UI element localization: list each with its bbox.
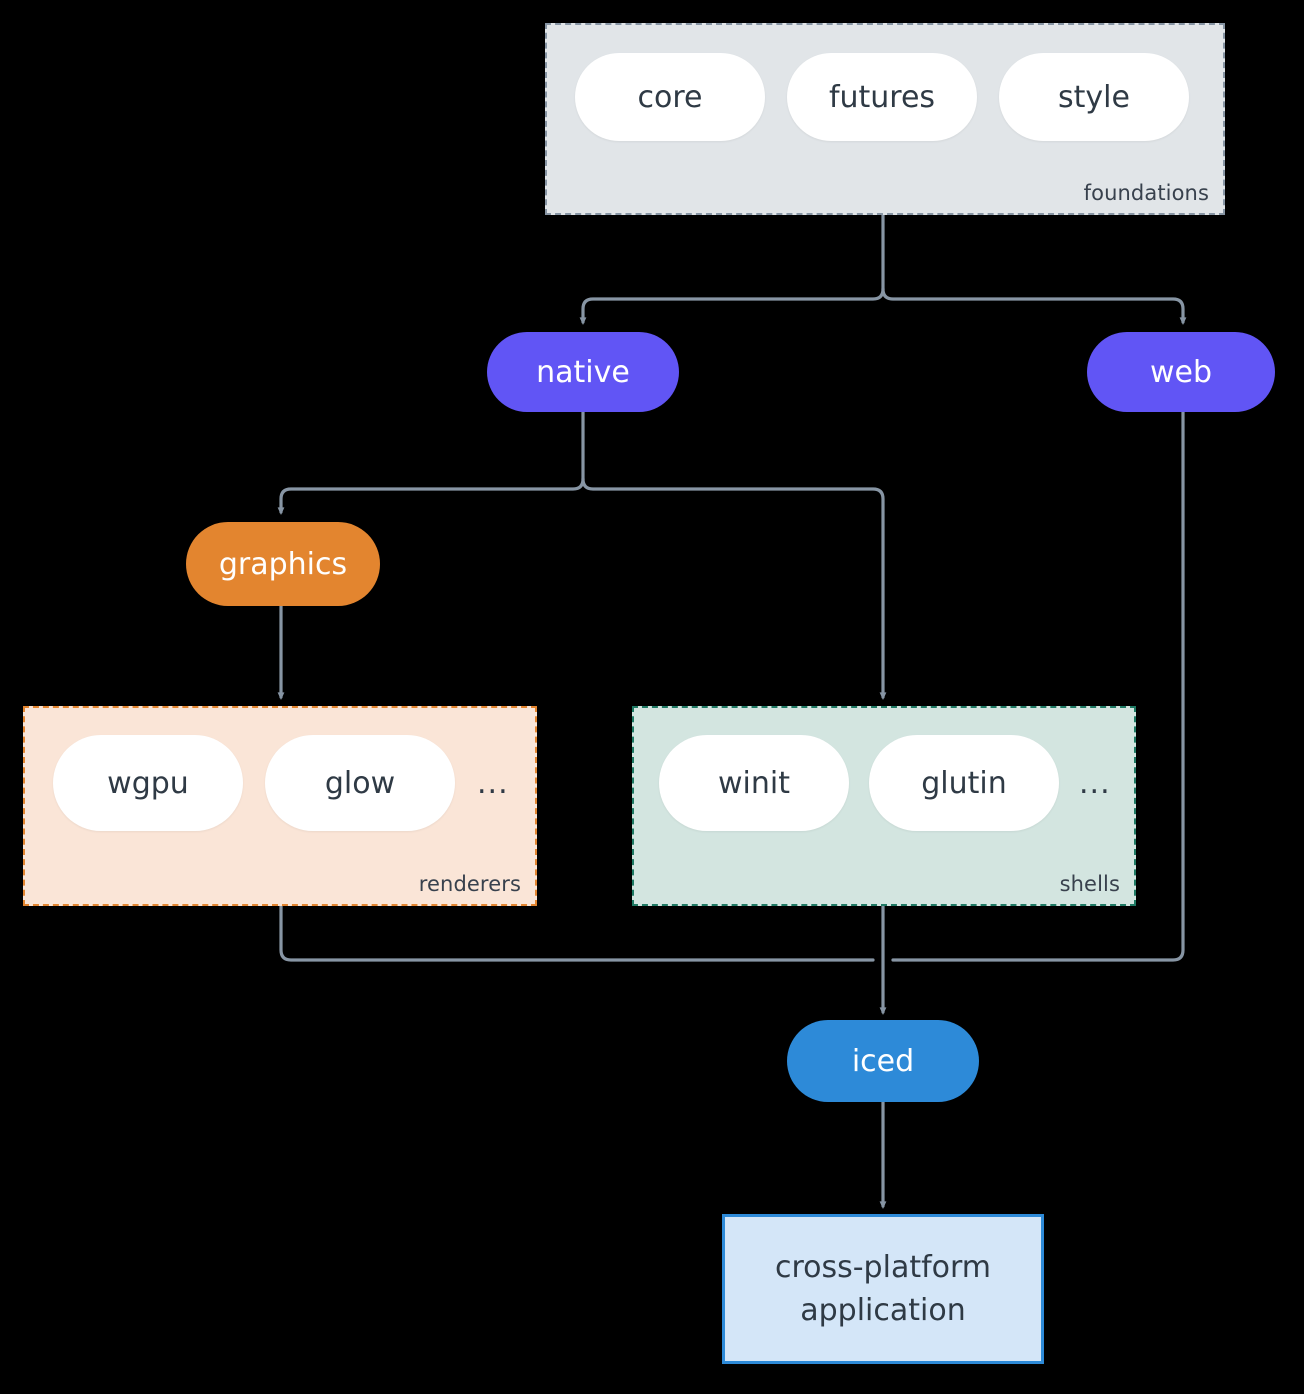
pill-wgpu[interactable]: wgpu (53, 735, 243, 831)
pill-style-label: style (1058, 79, 1130, 115)
node-graphics-label: graphics (218, 546, 348, 582)
pill-glutin-label: glutin (921, 765, 1007, 801)
node-application-line1: cross-platform (774, 1249, 992, 1285)
node-application-text: cross-platform application (775, 1246, 991, 1333)
pill-glow[interactable]: glow (265, 735, 455, 831)
group-foundations: core futures style foundations (545, 23, 1225, 215)
node-iced-label: iced (851, 1043, 915, 1079)
renderers-items: wgpu glow ... (53, 735, 509, 831)
pill-core[interactable]: core (575, 53, 765, 141)
pill-glutin[interactable]: glutin (869, 735, 1059, 831)
group-renderers: wgpu glow ... renderers (23, 706, 537, 906)
pill-futures-label: futures (828, 79, 936, 115)
shells-overflow-marker: ... (1079, 765, 1111, 801)
edge-foundations-to-web (881, 287, 1187, 326)
shells-items: winit glutin ... (659, 735, 1111, 831)
node-web-label: web (1149, 354, 1213, 390)
edge-foundations-split (579, 287, 885, 326)
pill-core-label: core (637, 79, 703, 115)
node-native[interactable]: native (487, 332, 679, 412)
pill-futures[interactable]: futures (787, 53, 977, 141)
group-shells: winit glutin ... shells (632, 706, 1136, 906)
foundations-items: core futures style (575, 53, 1189, 141)
node-web[interactable]: web (1087, 332, 1275, 412)
node-native-label: native (536, 354, 630, 390)
pill-style[interactable]: style (999, 53, 1189, 141)
group-label-shells: shells (1059, 872, 1120, 896)
pill-glow-label: glow (324, 765, 396, 801)
node-application-line2: application (800, 1293, 966, 1328)
edge-native-to-graphics (277, 477, 585, 516)
node-iced[interactable]: iced (787, 1020, 979, 1102)
pill-wgpu-label: wgpu (107, 765, 189, 801)
pill-winit[interactable]: winit (659, 735, 849, 831)
group-label-renderers: renderers (418, 872, 521, 896)
edge-native-to-shells (581, 477, 887, 701)
node-graphics[interactable]: graphics (186, 522, 380, 606)
group-label-foundations: foundations (1083, 181, 1209, 205)
renderers-overflow-marker: ... (477, 765, 509, 801)
pill-winit-label: winit (718, 765, 790, 801)
node-application[interactable]: cross-platform application (722, 1214, 1044, 1364)
edge-renderers-to-merge (279, 904, 875, 962)
